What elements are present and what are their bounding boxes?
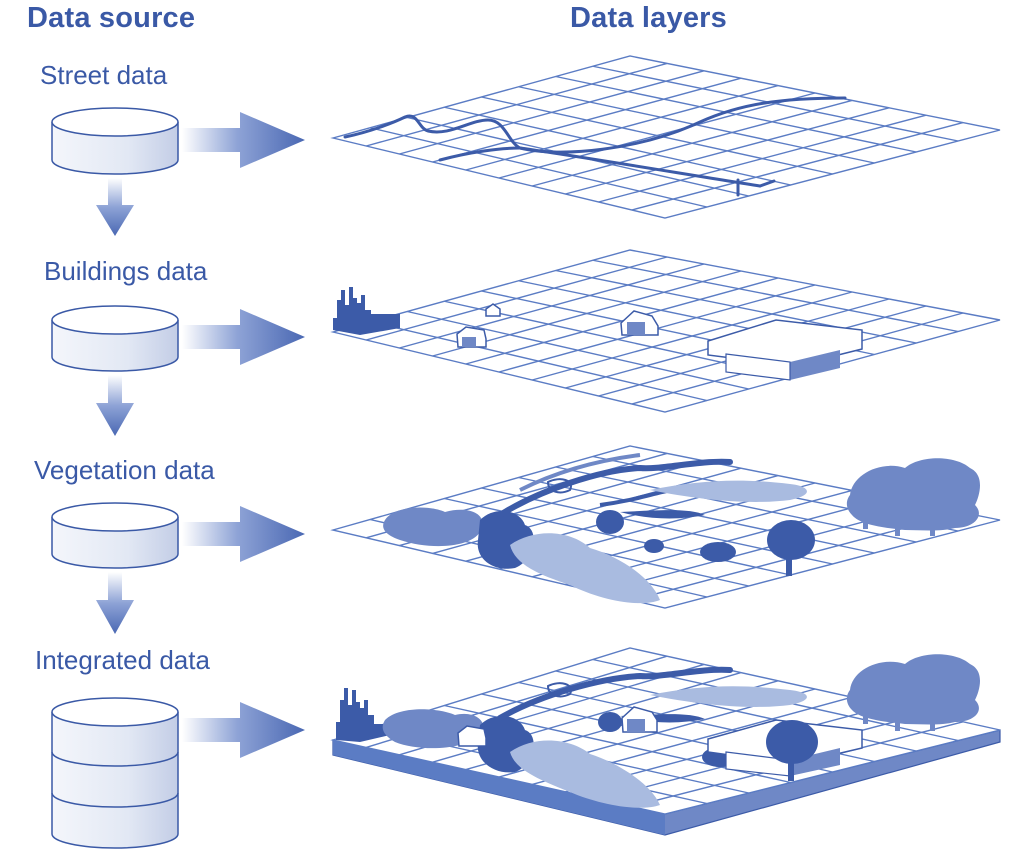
grid-line: [399, 70, 705, 155]
right-arrow-icon: [182, 309, 305, 365]
grid-line: [598, 114, 927, 203]
data-layers-heading: Data layers: [570, 2, 727, 34]
grid-line: [465, 84, 779, 171]
street-lines: [343, 96, 847, 197]
grid-line: [399, 263, 705, 349]
vegetation-patches: [383, 453, 815, 604]
right-arrow-icon: [182, 702, 305, 758]
grid-line: [565, 107, 890, 195]
data-source-heading: Data source: [27, 2, 196, 34]
house-icon: [621, 706, 658, 733]
house-icon: [457, 725, 487, 747]
street-database-icon: [51, 107, 179, 175]
vegetation-layer: [330, 445, 1001, 609]
grid-line: [532, 291, 853, 381]
grid-line: [366, 62, 668, 147]
city-skyline-icon: [336, 688, 390, 742]
down-arrow-icon: [96, 178, 134, 236]
buildings-layer: [330, 249, 1001, 413]
grid-line: [432, 77, 742, 163]
street-layer: [330, 55, 1001, 219]
integrated-database-icon: [51, 697, 179, 849]
tree-icon: [766, 720, 818, 781]
grid-line: [498, 92, 816, 179]
vegetation-data-label: Vegetation data: [34, 455, 215, 485]
tree-cluster-icon: [846, 654, 980, 731]
grid-line: [465, 277, 779, 365]
grid-line: [532, 99, 853, 187]
street-data-label: Street data: [40, 60, 168, 90]
right-arrow-icon: [182, 506, 305, 562]
integrated-layer: [330, 647, 1001, 836]
tree-cluster-icon: [846, 458, 980, 536]
large-building-icon: [707, 319, 863, 381]
buildings-data-label: Buildings data: [44, 256, 208, 286]
down-arrow-icon: [96, 375, 134, 436]
grid-line: [631, 121, 964, 211]
house-icon: [485, 303, 501, 317]
down-arrow-icon: [96, 572, 134, 634]
right-arrow-icon: [182, 112, 305, 168]
buildings-grid: [330, 249, 1001, 413]
grid-line: [366, 256, 668, 341]
street-grid: [330, 55, 1001, 219]
city-skyline-icon: [333, 287, 400, 335]
vegetation-database-icon: [51, 502, 179, 569]
buildings-database-icon: [51, 305, 179, 372]
house-icon: [456, 326, 487, 348]
house-icon: [620, 310, 659, 336]
integrated-data-label: Integrated data: [35, 645, 210, 675]
